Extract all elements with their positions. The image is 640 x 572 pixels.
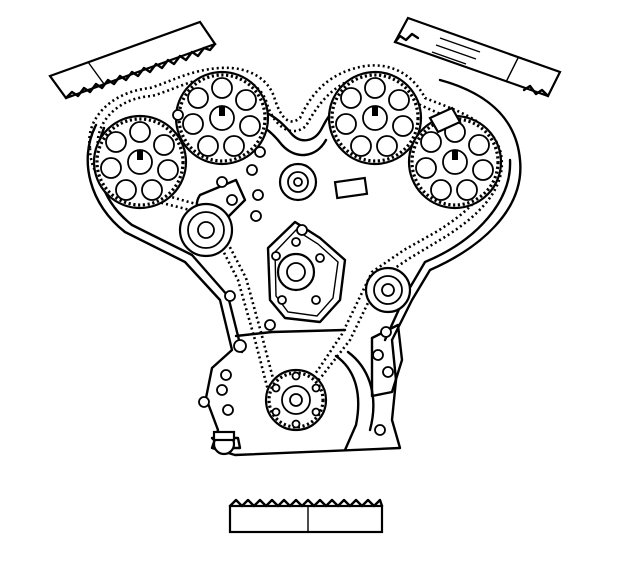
mounting-bolts — [172, 109, 394, 436]
right-bracket-tab — [428, 106, 462, 134]
crankshaft-pulley — [264, 368, 328, 432]
belt-strip-bottom — [228, 498, 384, 534]
belt-strip-top-right — [393, 16, 562, 98]
cam-gear-right-inner — [327, 70, 423, 166]
idler-pulley-right — [364, 266, 412, 314]
cam-gear-left-outer — [92, 114, 188, 210]
tensioner-pulley-left — [178, 202, 234, 258]
idler-pulley-center-top — [278, 162, 318, 202]
cam-gear-left-inner — [174, 70, 270, 166]
crank-sensor — [212, 430, 236, 456]
water-pump-pulley — [271, 237, 325, 305]
cam-sensor-block — [333, 176, 369, 200]
cam-gear-right-outer — [407, 114, 503, 210]
belt-strip-top-left — [48, 20, 217, 100]
timing-belt — [88, 64, 504, 402]
